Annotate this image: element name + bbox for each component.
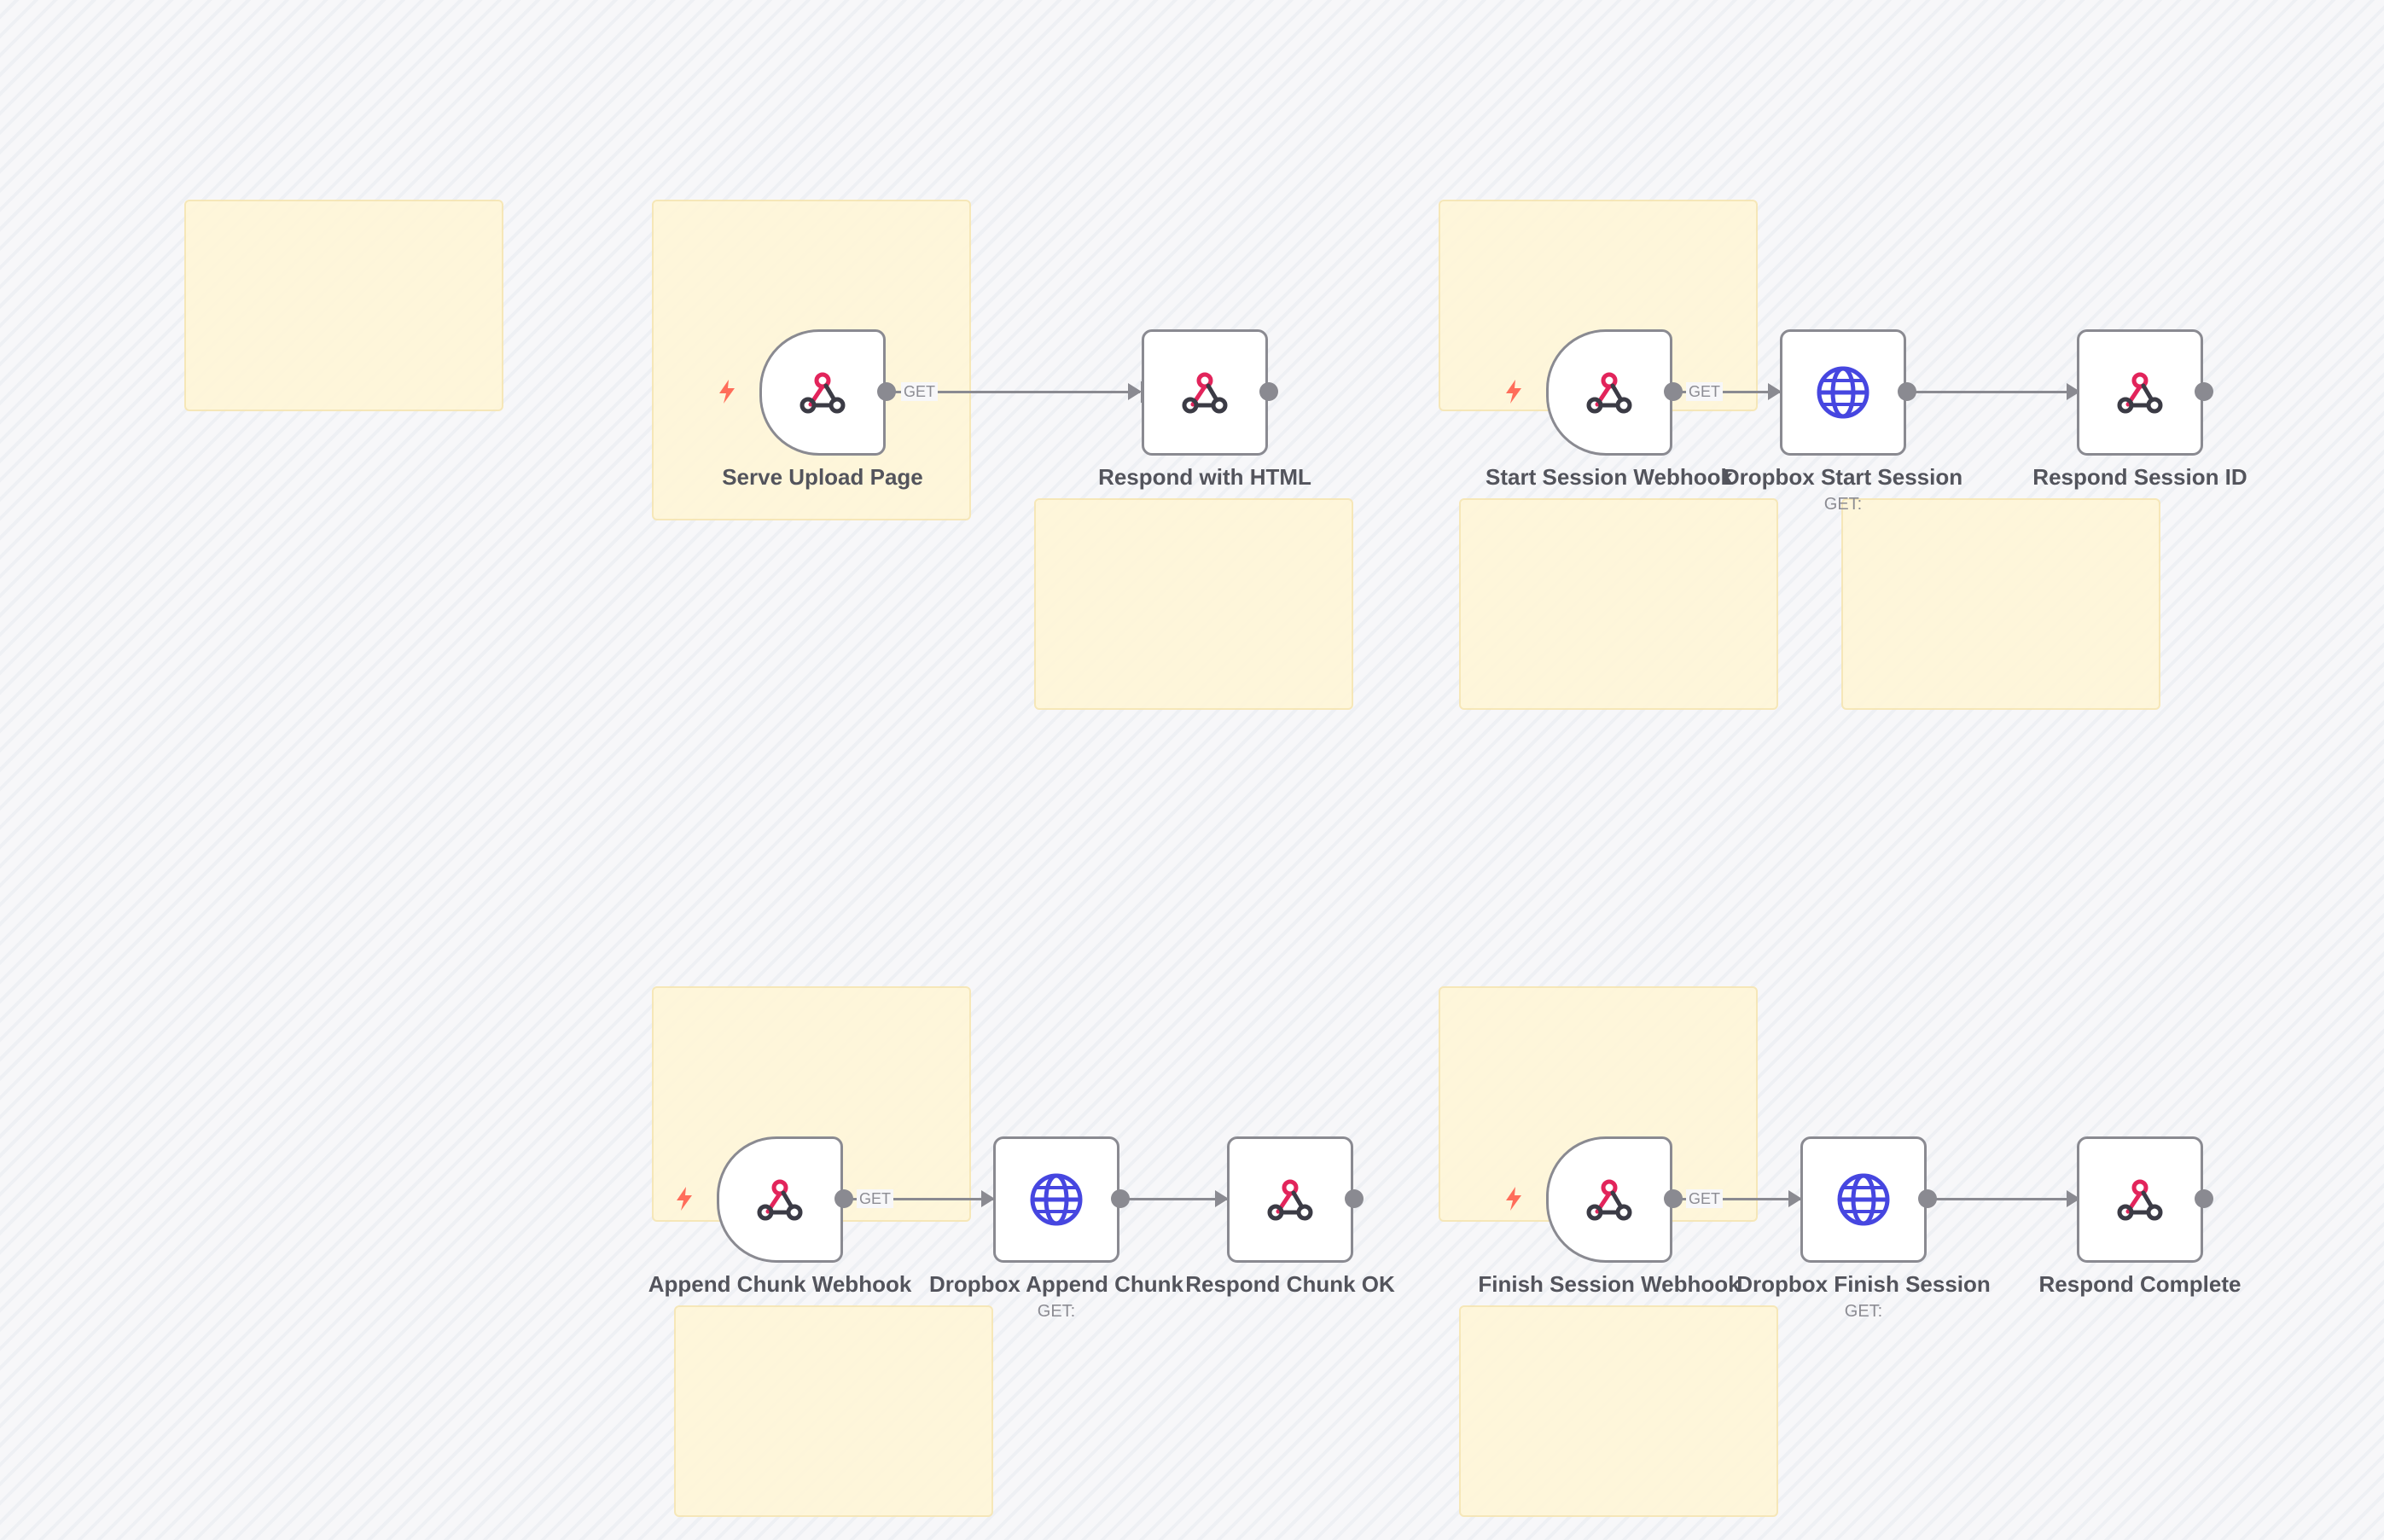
sticky-note[interactable]: [1459, 498, 1778, 710]
webhook-icon: [2117, 372, 2163, 414]
sticky-note[interactable]: [184, 200, 503, 411]
node-start-session-webhook[interactable]: [1546, 329, 1672, 456]
node-label: Dropbox Start Session: [1723, 464, 1963, 490]
webhook-icon: [800, 372, 846, 414]
webhook-icon: [1586, 372, 1632, 414]
node-label: Append Chunk Webhook: [648, 1271, 912, 1297]
node-respond-with-html[interactable]: [1142, 329, 1268, 456]
output-handle[interactable]: [2195, 1189, 2213, 1208]
lightning-bolt-icon: [719, 380, 735, 404]
output-handle[interactable]: [1345, 1189, 1364, 1208]
output-handle[interactable]: [877, 382, 896, 401]
node-serve-upload-page[interactable]: [759, 329, 886, 456]
lightning-bolt-icon: [1506, 1187, 1521, 1211]
sticky-note[interactable]: [1034, 498, 1353, 710]
node-subtitle: GET:: [1844, 1302, 1883, 1321]
globe-icon: [1837, 1173, 1890, 1226]
node-finish-session-webhook[interactable]: [1546, 1136, 1672, 1263]
webhook-icon: [757, 1179, 803, 1221]
node-dropbox-start-session[interactable]: [1780, 329, 1906, 456]
lightning-bolt-icon: [1506, 380, 1521, 404]
node-label: Respond Complete: [2038, 1271, 2242, 1297]
node-label: Finish Session Webhook: [1478, 1271, 1741, 1297]
globe-icon: [1817, 366, 1869, 419]
webhook-icon: [1182, 372, 1228, 414]
output-handle[interactable]: [834, 1189, 853, 1208]
node-respond-complete[interactable]: [2077, 1136, 2203, 1263]
connection[interactable]: [1935, 1188, 2082, 1210]
output-handle[interactable]: [2195, 382, 2213, 401]
output-handle[interactable]: [1664, 382, 1683, 401]
node-label: Respond Chunk OK: [1185, 1271, 1395, 1297]
connection[interactable]: [1915, 381, 2082, 403]
output-handle[interactable]: [1259, 382, 1278, 401]
node-label: Respond Session ID: [2032, 464, 2247, 490]
edge-method-label: GET: [1686, 382, 1724, 401]
node-dropbox-append-chunk[interactable]: [993, 1136, 1119, 1263]
node-label: Dropbox Finish Session: [1736, 1271, 1991, 1297]
node-respond-session-id[interactable]: [2077, 329, 2203, 456]
webhook-icon: [2117, 1179, 2163, 1221]
node-append-chunk-webhook[interactable]: [717, 1136, 843, 1263]
output-handle[interactable]: [1111, 1189, 1130, 1208]
node-dropbox-finish-session[interactable]: [1800, 1136, 1927, 1263]
sticky-note[interactable]: [1841, 498, 2160, 710]
node-subtitle: GET:: [1823, 495, 1863, 514]
sticky-note[interactable]: [1459, 1305, 1778, 1517]
node-label: Respond with HTML: [1098, 464, 1311, 490]
webhook-icon: [1586, 1179, 1632, 1221]
node-subtitle: GET:: [1037, 1302, 1076, 1321]
output-handle[interactable]: [1918, 1189, 1937, 1208]
connection[interactable]: [1128, 1188, 1230, 1210]
output-handle[interactable]: [1664, 1189, 1683, 1208]
edge-method-label: GET: [1686, 1189, 1724, 1208]
globe-icon: [1030, 1173, 1083, 1226]
output-handle[interactable]: [1898, 382, 1916, 401]
lightning-bolt-icon: [677, 1187, 692, 1211]
node-label: Serve Upload Page: [722, 464, 923, 490]
webhook-icon: [1267, 1179, 1313, 1221]
edge-method-label: GET: [901, 382, 939, 401]
node-label: Start Session Webhook: [1486, 464, 1733, 490]
sticky-note[interactable]: [674, 1305, 993, 1517]
node-label: Dropbox Append Chunk: [928, 1271, 1183, 1297]
node-respond-chunk-ok[interactable]: [1227, 1136, 1353, 1263]
edge-method-label: GET: [857, 1189, 894, 1208]
